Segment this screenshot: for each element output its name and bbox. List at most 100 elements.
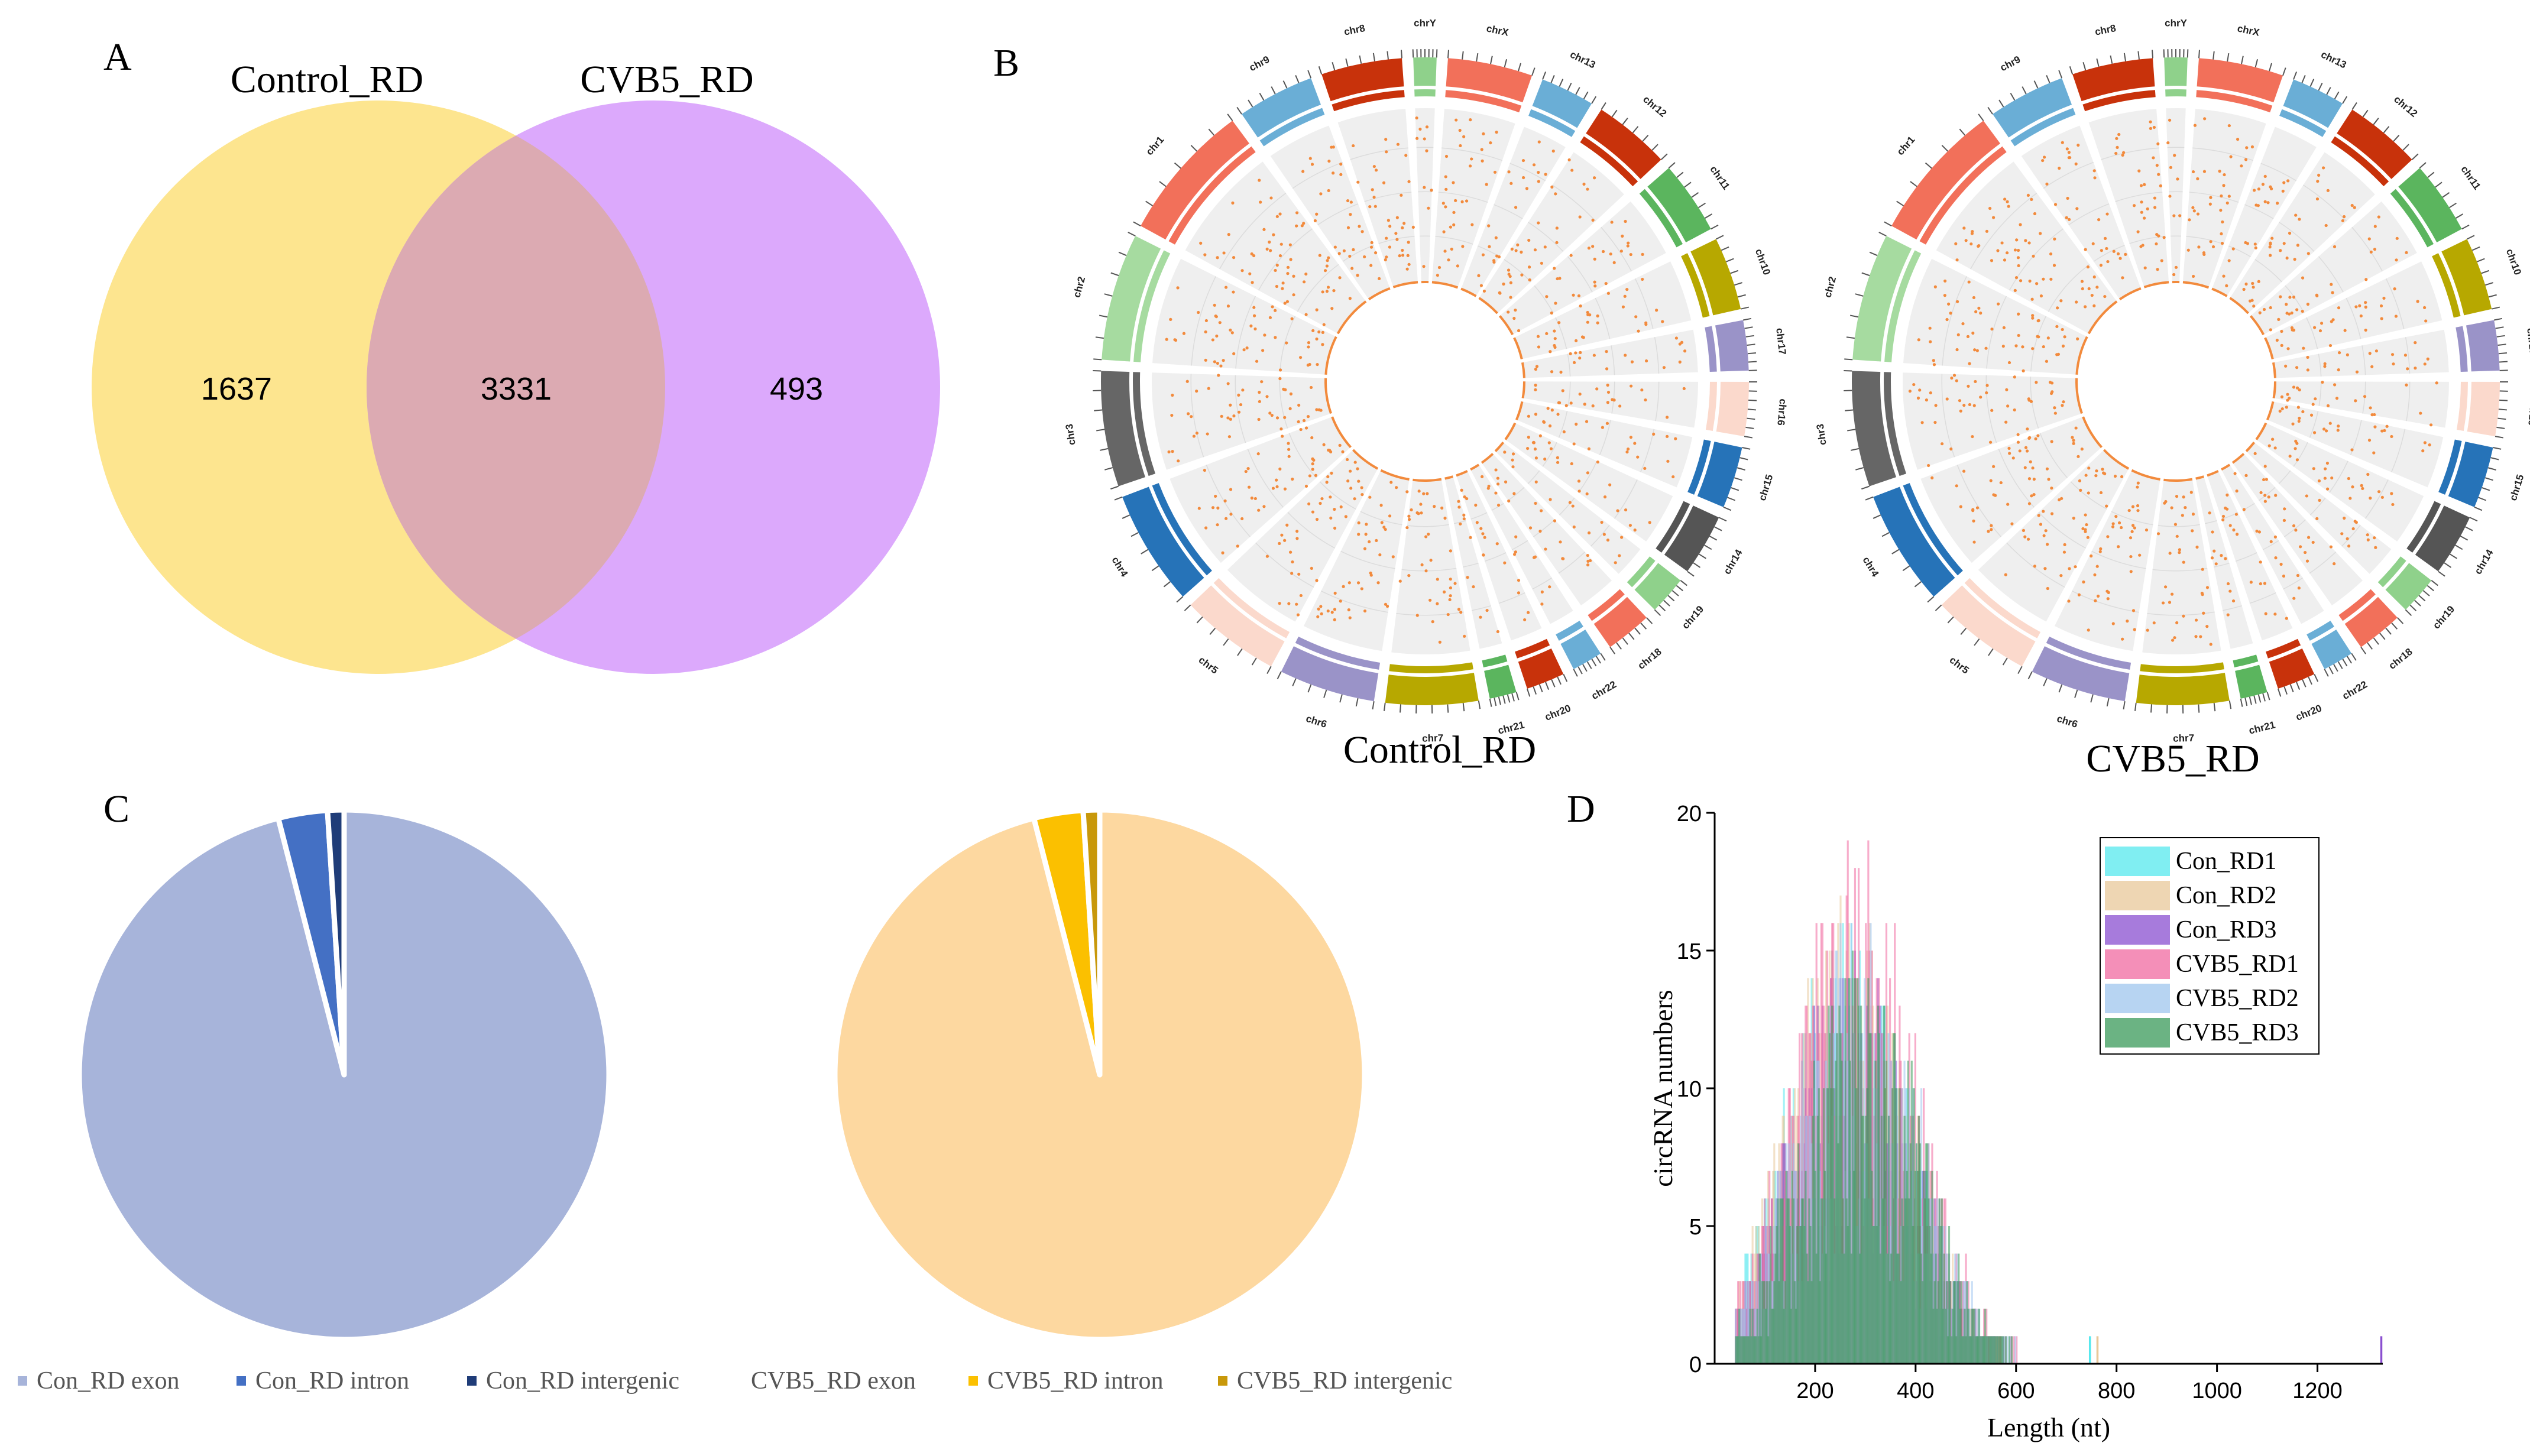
circrna-point	[2263, 500, 2267, 503]
circrna-point	[2426, 357, 2429, 361]
circrna-point	[2081, 527, 2085, 530]
circrna-point	[1206, 432, 1209, 436]
chromosome-tick	[1355, 698, 1359, 707]
circrna-point	[2087, 466, 2091, 470]
circrna-point	[1283, 301, 1287, 305]
track-gridline	[1590, 524, 1610, 547]
circrna-point	[2046, 586, 2049, 591]
circrna-point	[2053, 237, 2056, 241]
circrna-point	[1204, 319, 1208, 323]
circrna-point	[1587, 531, 1591, 535]
track-gridline	[2390, 429, 2406, 472]
histogram-bar	[1859, 1253, 1861, 1364]
circrna-point	[2324, 223, 2328, 228]
circrna-point	[2046, 336, 2050, 340]
circrna-point	[2077, 593, 2081, 596]
circrna-point	[2340, 532, 2344, 536]
circrna-point	[1449, 594, 1452, 598]
chromosome-tick	[1668, 162, 1676, 168]
circrna-point	[2050, 390, 2054, 394]
circrna-point	[2315, 293, 2318, 297]
circrna-point	[1376, 581, 1380, 585]
circrna-point	[2286, 398, 2289, 402]
circrna-point	[1618, 404, 1622, 408]
chromosome-tick	[1271, 86, 1276, 95]
chromosome-tick	[2460, 536, 2469, 541]
chromosome-label-chr2: chr2	[1822, 275, 1838, 299]
pie-slice-cvb5-rd-exon	[832, 807, 1368, 1342]
circrna-point	[2279, 249, 2282, 252]
chromosome-tick	[1978, 114, 1984, 121]
circrna-point	[2131, 524, 2135, 527]
circrna-point	[2279, 295, 2282, 299]
histogram-bar	[1885, 1061, 1888, 1364]
circrna-point	[1275, 264, 1279, 267]
circrna-point	[1387, 219, 1390, 222]
circrna-point	[2196, 177, 2199, 180]
histogram-bar	[1807, 1281, 1809, 1364]
circrna-point	[1465, 199, 1469, 203]
chromosome-inner-band-chr5	[1213, 578, 1290, 638]
histogram-bar	[1807, 1115, 1809, 1364]
circrna-point	[2275, 338, 2279, 342]
circrna-point	[1308, 157, 1312, 160]
circrna-point	[1550, 408, 1554, 412]
chromosome-tick	[1869, 251, 1878, 257]
circrna-point	[2369, 250, 2373, 254]
circrna-point	[1182, 332, 1186, 335]
circrna-point	[1977, 244, 1980, 248]
histogram-bar	[1838, 1006, 1841, 1364]
circrna-point	[2232, 528, 2236, 532]
histogram-bar	[1961, 1281, 1964, 1364]
inner-ring-chr22	[1470, 463, 1480, 471]
chromosome-tick	[1987, 106, 1993, 115]
chromosome-band-chr12	[1586, 109, 1661, 179]
circrna-point	[1384, 138, 1388, 141]
circrna-point	[1959, 409, 1962, 413]
track-gridline	[1494, 204, 1523, 219]
circrna-point	[1535, 365, 1539, 368]
circrna-point	[1281, 287, 1284, 290]
histogram-bar	[1809, 1226, 1812, 1364]
track-gridline	[1279, 377, 1288, 429]
circrna-point	[1195, 390, 1198, 393]
circrna-point	[2031, 347, 2035, 351]
chromosome-label-chr15: chr15	[2508, 473, 2526, 502]
circrna-point	[2084, 474, 2088, 477]
circrna-point	[1967, 280, 1971, 284]
circrna-point	[1317, 408, 1321, 411]
circrna-point	[1275, 416, 1279, 420]
circrna-point	[1425, 125, 1429, 129]
circrna-point	[2312, 431, 2317, 434]
chromosome-inner-band-chr12	[2331, 136, 2389, 187]
circrna-point	[1949, 447, 1953, 451]
panel-label-b: B	[993, 41, 1019, 85]
circrna-point	[2253, 452, 2257, 455]
circrna-point	[2292, 524, 2296, 528]
circrna-point	[2321, 380, 2324, 384]
circrna-point	[1457, 500, 1460, 503]
chromosome-band-chrY	[1413, 57, 1437, 86]
track-gridline	[2283, 519, 2306, 537]
circrna-point	[1559, 540, 1562, 544]
histogram-bar	[1758, 1253, 1761, 1364]
chromosome-tick	[1586, 661, 1592, 669]
circrna-point	[2006, 502, 2010, 506]
circrna-point	[1979, 395, 1982, 399]
circrna-point	[2318, 498, 2321, 502]
circrna-point	[2131, 505, 2135, 508]
chromosome-band-chr16	[2467, 381, 2500, 437]
circrna-point	[1268, 411, 1272, 415]
circrna-point	[1481, 253, 1485, 257]
chromosome-label-chr14: chr14	[2472, 547, 2496, 576]
circrna-point	[1278, 254, 1282, 258]
circrna-point	[2004, 573, 2007, 576]
inner-ring-chr14	[1504, 422, 1517, 440]
circrna-point	[1624, 508, 1628, 512]
circrna-point	[1169, 317, 1172, 321]
circrna-point	[1557, 321, 1561, 325]
circrna-point	[1342, 249, 1346, 252]
circrna-point	[2136, 485, 2139, 489]
circrna-point	[1972, 296, 1976, 300]
circrna-point	[2311, 540, 2315, 544]
